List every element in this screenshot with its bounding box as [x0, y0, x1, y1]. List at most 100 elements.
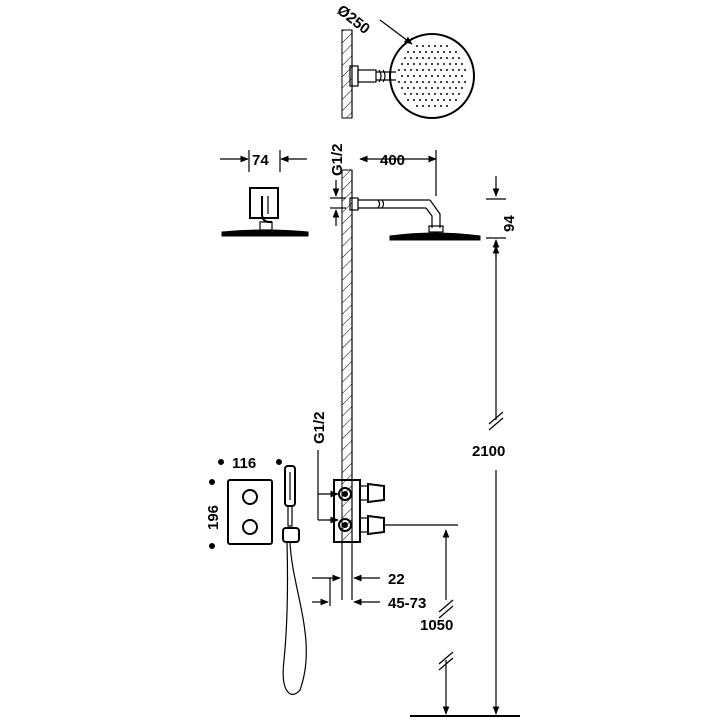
- nozzle-dot: [407, 51, 409, 53]
- nozzle-dot: [431, 99, 433, 101]
- recess-depth-dimension: 45-73: [312, 578, 426, 612]
- nozzle-dot: [431, 63, 433, 65]
- nozzle-dot: [455, 99, 457, 101]
- nozzle-dot: [461, 75, 463, 77]
- valve-thread-dimension: G1/2: [311, 411, 339, 524]
- round-shower-head-front: [349, 33, 475, 119]
- nozzle-dot: [401, 63, 403, 65]
- nozzle-dot: [422, 57, 424, 59]
- nozzle-dot: [416, 93, 418, 95]
- nozzle-dot: [446, 93, 448, 95]
- faceplate-height-dimension: 196: [205, 479, 222, 549]
- nozzle-dot: [443, 99, 445, 101]
- nozzle-dot: [413, 75, 415, 77]
- recess-depth-label: 45-73: [388, 595, 426, 612]
- nozzle-dot: [434, 69, 436, 71]
- top-wall-section: [341, 29, 353, 119]
- nozzle-dot: [416, 45, 418, 47]
- nozzle-dot: [407, 99, 409, 101]
- nozzle-dot: [431, 51, 433, 53]
- head-drop-label: 94: [501, 215, 518, 232]
- nozzle-dot: [437, 63, 439, 65]
- hand-shower-set: [282, 465, 307, 695]
- nozzle-dot: [428, 57, 430, 59]
- nozzle-dot: [455, 51, 457, 53]
- nozzle-dot: [413, 87, 415, 89]
- nozzle-dot: [461, 87, 463, 89]
- nozzle-dot: [458, 69, 460, 71]
- nozzle-dot: [458, 81, 460, 83]
- nozzle-dot: [449, 87, 451, 89]
- overall-height-dimension: 2100: [472, 245, 505, 715]
- valve-height-dimension: 1050: [384, 524, 458, 715]
- nozzle-dot: [431, 87, 433, 89]
- nozzle-dot: [410, 81, 412, 83]
- concealed-valve-body: [333, 479, 385, 543]
- wall-thickness-label: 22: [388, 571, 405, 588]
- nozzle-dot: [455, 63, 457, 65]
- nozzle-dot: [425, 63, 427, 65]
- nozzle-dot: [413, 51, 415, 53]
- nozzle-dot: [428, 105, 430, 107]
- nozzle-dot: [419, 75, 421, 77]
- nozzle-dot: [407, 87, 409, 89]
- nozzle-dot: [425, 87, 427, 89]
- wall-plate-width-label: 74: [252, 152, 269, 169]
- overall-height-label: 2100: [472, 443, 505, 460]
- nozzle-dot: [455, 87, 457, 89]
- nozzle-dot: [422, 45, 424, 47]
- lower-knob-icon: [242, 519, 258, 535]
- shower-arm-side: [349, 197, 481, 241]
- nozzle-dot: [416, 81, 418, 83]
- shower-head-outline: [389, 33, 475, 119]
- nozzle-dot: [401, 87, 403, 89]
- nozzle-dot: [446, 105, 448, 107]
- nozzle-dot: [443, 75, 445, 77]
- nozzle-dot: [404, 57, 406, 59]
- wall-outlet-icon: [282, 527, 300, 543]
- nozzle-dot: [452, 93, 454, 95]
- wall-thickness-dimension: 22: [312, 571, 405, 588]
- nozzle-dot: [440, 81, 442, 83]
- nozzle-dot: [440, 105, 442, 107]
- nozzle-dot: [434, 93, 436, 95]
- nozzle-dot: [410, 69, 412, 71]
- valve-height-label: 1050: [420, 617, 453, 634]
- nozzle-dot: [410, 93, 412, 95]
- nozzle-dot: [416, 57, 418, 59]
- nozzle-dot: [425, 51, 427, 53]
- nozzle-dot: [449, 51, 451, 53]
- nozzle-dot: [449, 63, 451, 65]
- nozzle-dot: [461, 63, 463, 65]
- nozzle-dot: [446, 57, 448, 59]
- arm-length-label: 400: [380, 152, 405, 169]
- faceplate-height-label: 196: [205, 505, 222, 530]
- thermostatic-faceplate: [227, 479, 273, 545]
- nozzle-dot: [437, 87, 439, 89]
- main-wall-section: [341, 169, 353, 600]
- nozzle-dot: [422, 93, 424, 95]
- nozzle-dot: [419, 51, 421, 53]
- nozzle-dot: [446, 69, 448, 71]
- arm-length-dimension: 400: [359, 150, 437, 196]
- nozzle-dot: [401, 75, 403, 77]
- head-profile-left: [221, 229, 309, 237]
- shower-hose: [282, 541, 307, 695]
- nozzle-dot: [446, 45, 448, 47]
- nozzle-dot: [437, 51, 439, 53]
- nozzle-dot: [446, 81, 448, 83]
- nozzle-dot: [437, 75, 439, 77]
- diameter-label: Ø250: [334, 2, 373, 38]
- nozzle-dot: [449, 99, 451, 101]
- nozzle-dot: [416, 105, 418, 107]
- nozzle-dot: [419, 63, 421, 65]
- hand-shower-icon: [284, 465, 296, 507]
- nozzle-dot: [455, 75, 457, 77]
- nozzle-dot: [419, 87, 421, 89]
- nozzle-dot: [404, 93, 406, 95]
- nozzle-pattern: [398, 45, 466, 107]
- upper-knob-icon: [242, 489, 258, 505]
- nozzle-dot: [428, 81, 430, 83]
